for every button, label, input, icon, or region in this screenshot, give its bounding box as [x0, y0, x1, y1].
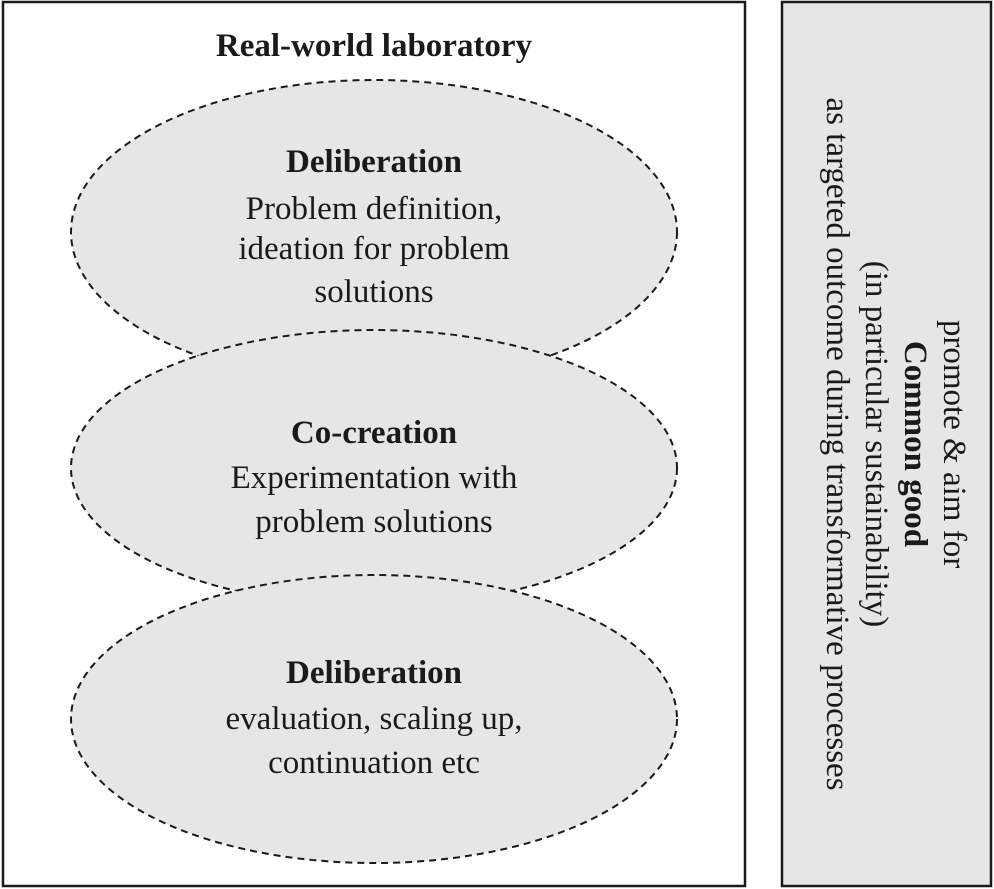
- stage-line: evaluation, scaling up,: [226, 701, 523, 737]
- common-good-box: [780, 0, 993, 888]
- common-good-heading: Common good: [897, 341, 933, 547]
- stage-line: continuation etc: [268, 745, 480, 781]
- common-good-line: promote & aim for: [936, 320, 972, 568]
- stage-line: Problem definition,: [246, 191, 503, 227]
- common-good-line: as targeted outcome during transformativ…: [819, 97, 855, 790]
- stage-heading-deliberation-bottom: Deliberation: [286, 655, 462, 691]
- stage-line: ideation for problem: [238, 231, 510, 267]
- stage-line: problem solutions: [255, 504, 492, 540]
- common-good-text: promote & aim for Common good (in partic…: [819, 97, 972, 790]
- stage-line: Experimentation with: [231, 460, 518, 496]
- common-good-line: (in particular sustainability): [858, 261, 894, 628]
- stage-heading-deliberation-top: Deliberation: [286, 144, 462, 180]
- stage-line: solutions: [314, 274, 433, 310]
- stage-ellipse-deliberation-top: [70, 79, 678, 385]
- stage-heading-co-creation: Co-creation: [291, 415, 457, 451]
- stage-ellipse-deliberation-bottom: [70, 574, 678, 864]
- stage-ellipse-co-creation: [70, 329, 678, 607]
- lab-title: Real-world laboratory: [216, 28, 533, 64]
